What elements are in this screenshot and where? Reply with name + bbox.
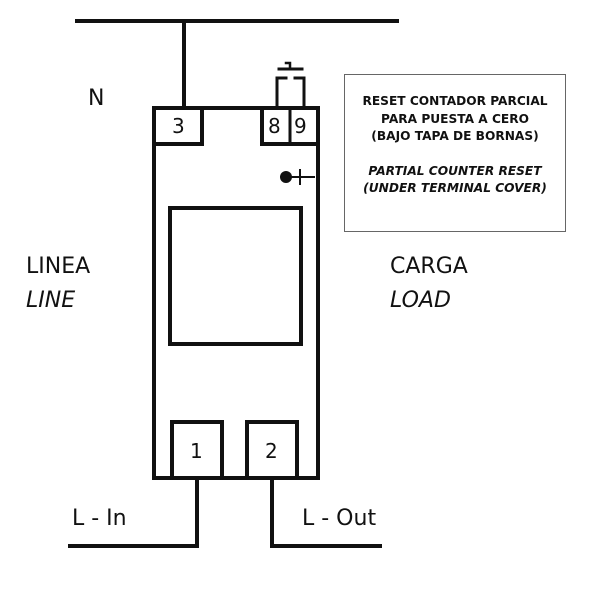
terminal-2-label: 2 xyxy=(265,439,278,463)
line-label-es: LINEA xyxy=(26,254,91,279)
line-label-en: LINE xyxy=(26,288,76,313)
line-in-label: L - In xyxy=(72,506,127,531)
note-line-4: PARTIAL COUNTER RESET xyxy=(368,163,542,178)
terminal-1-label: 1 xyxy=(190,439,203,463)
reset-point-dot xyxy=(280,171,292,183)
line-out-label: L - Out xyxy=(302,506,377,531)
note-line-1: RESET CONTADOR PARCIAL xyxy=(362,94,548,108)
note-line-5: (UNDER TERMINAL COVER) xyxy=(363,181,547,195)
line-out-wire xyxy=(270,476,382,548)
neutral-label: N xyxy=(88,86,105,111)
terminal-3-box xyxy=(152,106,204,146)
load-label-es: CARGA xyxy=(390,254,468,279)
reset-note-box: RESET CONTADOR PARCIAL PARA PUESTA A CER… xyxy=(344,74,566,232)
line-in-wire xyxy=(68,476,199,548)
terminal-3-label: 3 xyxy=(172,114,185,138)
note-line-2: PARA PUESTA A CERO xyxy=(381,111,529,126)
note-line-3: (BAJO TAPA DE BORNAS) xyxy=(371,129,539,143)
terminal-8-label: 8 xyxy=(268,114,281,138)
terminal-9-label: 9 xyxy=(294,114,307,138)
load-label-en: LOAD xyxy=(390,288,451,313)
meter-body xyxy=(152,106,320,480)
meter-display xyxy=(168,206,303,346)
reset-switch-plunger xyxy=(284,61,292,71)
